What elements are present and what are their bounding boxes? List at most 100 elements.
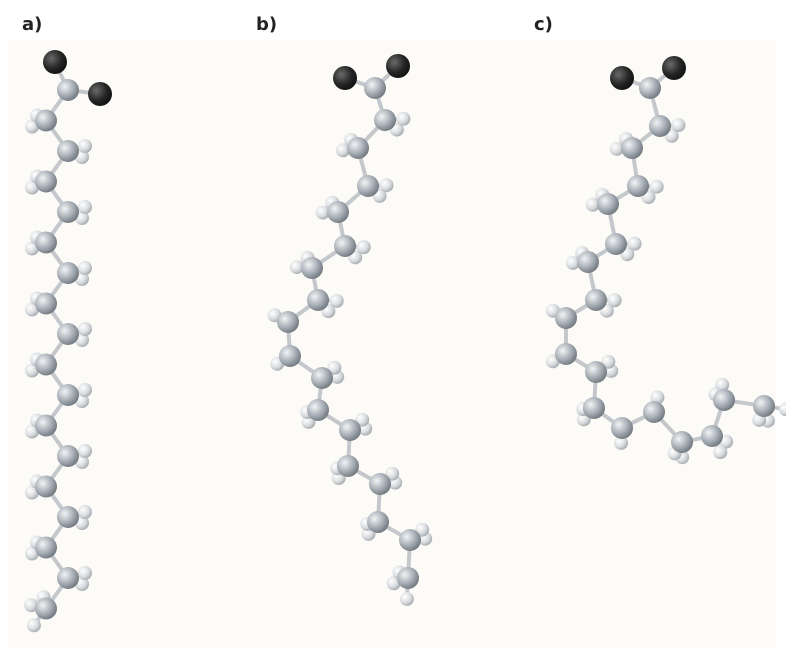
chain-b-carbon-atom (334, 235, 356, 257)
panel-label-c: c) (534, 14, 553, 35)
chain-b-carbon-atom (367, 511, 389, 533)
chain-b-hydrogen-atom (315, 205, 330, 220)
chain-a-carbon-atom (35, 231, 57, 254)
chain-a-carbon-atom (57, 445, 79, 467)
chain-b-carbon-atom (301, 257, 323, 279)
chain-a-carbon-atom (35, 292, 57, 315)
chain-b-carbon-atom (339, 419, 361, 441)
chain-c-hydrogen-atom (601, 354, 616, 369)
chain-c-carbon-atom (555, 343, 577, 365)
chain-c-hydrogen-atom (609, 141, 624, 156)
chain-c-carbon-atom (701, 425, 723, 447)
chain-b-carbon-atom (279, 345, 301, 367)
chain-c-carbon-atom (639, 77, 661, 99)
chain-a-hydrogen-atom (78, 444, 92, 458)
chain-b-carbon-atom (307, 399, 329, 421)
chain-b-carbon-atom (311, 367, 333, 389)
chain-b-carbon-atom (327, 201, 349, 223)
chain-b-hydrogen-atom (379, 178, 394, 193)
chain-b-carbon-atom (347, 137, 369, 159)
chain-a-oxygen-atom (88, 82, 112, 106)
chain-b-carbon-atom (374, 109, 396, 131)
chain-b-hydrogen-atom (289, 260, 304, 275)
chain-c-carbon-atom (643, 401, 665, 423)
chain-c-carbon-atom (611, 417, 633, 439)
chain-b-oxygen-atom (386, 54, 410, 78)
chain-a-carbon-atom (35, 170, 57, 193)
chain-b-hydrogen-atom (356, 240, 371, 255)
chain-c-carbon-atom (605, 233, 627, 255)
chain-a-oxygen-atom (43, 50, 67, 74)
chain-a-hydrogen-atom (78, 200, 92, 214)
chain-a-carbon-atom (35, 536, 57, 559)
chain-b-carbon-atom (357, 175, 379, 197)
chain-a-hydrogen-atom (78, 261, 92, 275)
chain-c-oxygen-atom (662, 56, 686, 80)
panel-label-b: b) (256, 14, 278, 35)
chain-c-carbon-atom (585, 361, 607, 383)
chain-a-hydrogen-atom (78, 383, 92, 397)
chain-b-carbon-atom (397, 567, 419, 589)
chain-c-hydrogen-atom (650, 390, 665, 405)
chain-c-carbon-atom (583, 397, 605, 419)
chain-a-carbon-atom (57, 323, 79, 345)
chain-b-carbon-atom (369, 473, 391, 495)
chain-a-carbon-atom (57, 140, 79, 162)
chain-c-hydrogen-atom (585, 197, 600, 212)
chain-c-carbon-atom (649, 115, 671, 137)
chain-a-carbon-atom (57, 79, 79, 101)
chain-b-hydrogen-atom (335, 143, 350, 158)
chain-b-hydrogen-atom (355, 412, 370, 427)
chain-b-carbon-atom (364, 77, 386, 99)
chain-c-carbon-atom (577, 251, 599, 273)
chain-b-carbon-atom (399, 529, 421, 551)
chain-c-hydrogen-atom (649, 179, 664, 194)
chain-a-carbon-atom (57, 262, 79, 284)
chain-a-carbon-atom (57, 506, 79, 528)
chain-b-hydrogen-atom (399, 591, 414, 606)
chain-c-carbon-atom (621, 137, 643, 159)
atoms-layer (24, 50, 786, 633)
chain-a-carbon-atom (35, 597, 57, 620)
chain-c-hydrogen-atom (671, 118, 686, 133)
chain-c-hydrogen-atom (607, 293, 622, 308)
panel-label-a: a) (22, 14, 43, 35)
chain-b-carbon-atom (277, 311, 299, 333)
chain-c-hydrogen-atom (565, 255, 580, 270)
chain-a-hydrogen-atom (24, 598, 39, 613)
chain-b-carbon-atom (307, 289, 329, 311)
chain-b-hydrogen-atom (385, 466, 400, 481)
chain-a-carbon-atom (57, 567, 79, 589)
chain-c-carbon-atom (671, 431, 693, 453)
panel-background (8, 40, 776, 648)
chain-a-carbon-atom (35, 109, 57, 132)
chain-c-carbon-atom (597, 193, 619, 215)
chain-c-carbon-atom (627, 175, 649, 197)
chain-c-carbon-atom (753, 395, 775, 417)
chain-a-carbon-atom (35, 353, 57, 376)
chain-b-hydrogen-atom (396, 111, 411, 126)
chain-a-carbon-atom (57, 201, 79, 223)
chain-a-carbon-atom (57, 384, 79, 406)
chain-c-hydrogen-atom (713, 445, 728, 460)
chain-c-hydrogen-atom (627, 236, 642, 251)
chain-a-hydrogen-atom (78, 566, 92, 580)
chain-a-carbon-atom (35, 414, 57, 437)
chain-a-carbon-atom (35, 475, 57, 498)
chain-b-carbon-atom (337, 455, 359, 477)
chain-c-carbon-atom (713, 389, 735, 411)
chain-b-oxygen-atom (333, 66, 357, 90)
chain-a-hydrogen-atom (78, 139, 92, 153)
chain-c-hydrogen-atom (614, 435, 629, 450)
chain-c-carbon-atom (585, 289, 607, 311)
chain-b-hydrogen-atom (327, 360, 342, 375)
chain-a-hydrogen-atom (26, 618, 41, 633)
chain-b-hydrogen-atom (415, 522, 430, 537)
chain-c-oxygen-atom (610, 66, 634, 90)
chain-c-carbon-atom (555, 307, 577, 329)
chain-b-hydrogen-atom (329, 293, 344, 308)
chain-a-hydrogen-atom (78, 505, 92, 519)
chain-a-hydrogen-atom (78, 322, 92, 336)
